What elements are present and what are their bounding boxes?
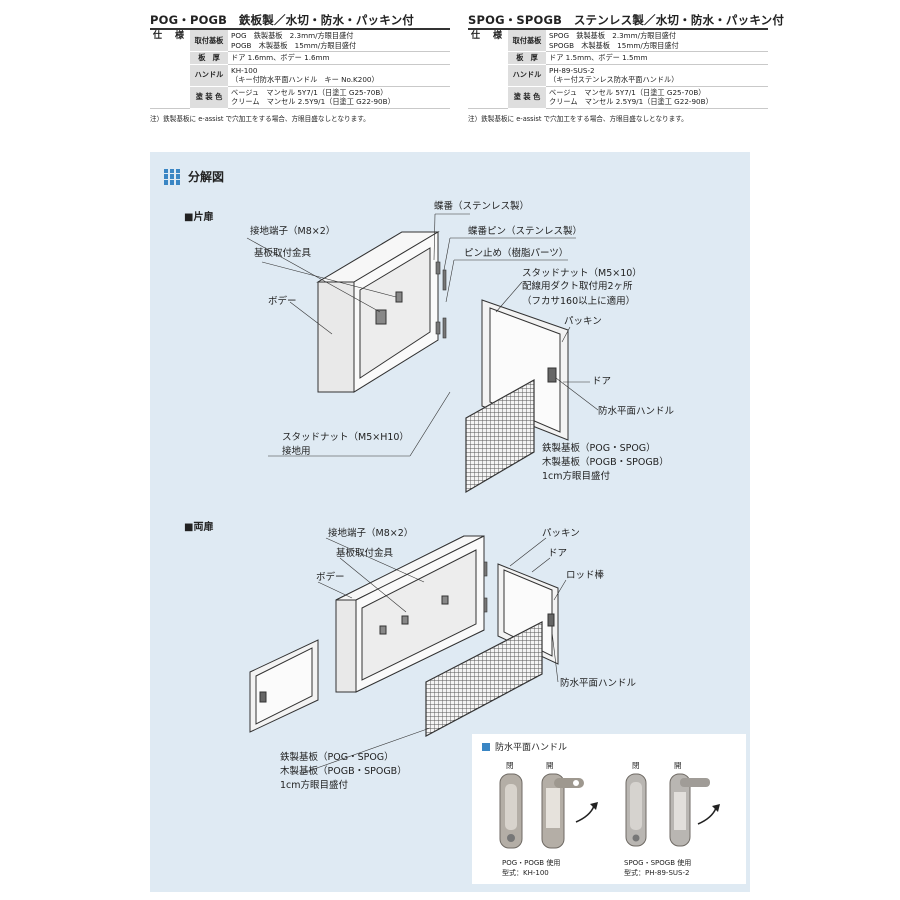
- spec-row-value: ドア 1.5mm、ボデー 1.5mm: [546, 51, 768, 65]
- double-body-box: [335, 535, 485, 693]
- label-plate-wood: 木製基板（POGB・SPOGB）: [542, 456, 669, 468]
- handle-photos: [499, 773, 720, 849]
- caption-ph89: SPOG・SPOGB 使用 型式：PH-89-SUS-2: [624, 859, 692, 877]
- spec-row-label: 取付基板: [508, 30, 546, 52]
- label-hinge-pin: 蝶番ピン（ステンレス製）: [468, 225, 582, 237]
- single-hinges: [435, 261, 447, 339]
- label-stud-nut-1: スタッドナット（M5×10）: [522, 267, 642, 279]
- double-door-left: [249, 639, 319, 733]
- spec-row-value: KH-100（キー付防水平面ハンドル キー No.K200）: [228, 64, 450, 87]
- spec-row-value: PH-89-SUS-2（キー付ステンレス防水平面ハンドル）: [546, 64, 768, 87]
- handle-inset: 防水平面ハンドル 閉 開 閉 開: [472, 734, 746, 884]
- label-double-plate-steel: 鉄製基板（POG・SPOG）: [280, 751, 394, 763]
- spec-row-label: ハンドル: [190, 64, 228, 87]
- spec-row-label: 取付基板: [190, 30, 228, 52]
- spec-row-label: 塗 装 色: [190, 86, 228, 109]
- open-label-right: 開: [674, 761, 682, 770]
- label-stud-ground-2: 接地用: [282, 445, 311, 457]
- inset-title: 防水平面ハンドル: [482, 740, 567, 753]
- label-plate-bracket: 基板取付金具: [254, 247, 312, 259]
- handle-ph89-open: [669, 773, 710, 847]
- label-plate-steel: 鉄製基板（POG・SPOG）: [542, 442, 656, 454]
- open-arrow-icon: [575, 805, 595, 823]
- spec-row-value: ドア 1.6mm、ボデー 1.6mm: [228, 51, 450, 65]
- label-plate-grid: 1cm方眼目盛付: [542, 470, 611, 482]
- label-double-plate-grid: 1cm方眼目盛付: [280, 779, 349, 791]
- label-double-handle: 防水平面ハンドル: [560, 677, 637, 689]
- spec-row-value: ベージュ マンセル 5Y7/1（日塗工 G25-70B）クリーム マンセル 2.…: [228, 86, 450, 109]
- closed-label-left: 閉: [506, 761, 514, 770]
- single-mounting-plate: [465, 378, 535, 494]
- label-ground-terminal: 接地端子（M8×2）: [250, 225, 335, 237]
- spec-row-label: 板 厚: [190, 51, 228, 65]
- label-double-packing: パッキン: [542, 528, 580, 539]
- label-door: ドア: [592, 376, 611, 387]
- spec-row-label: 塗 装 色: [508, 86, 546, 109]
- label-double-plate-wood: 木製基板（POGB・SPOGB）: [280, 765, 407, 777]
- open-label-left: 開: [546, 761, 554, 770]
- exploded-view-panel: 分解図 ■片扉 ■両扉: [150, 152, 750, 892]
- label-packing: パッキン: [564, 316, 602, 327]
- double-hinges: [483, 561, 488, 613]
- spec-row-value: ベージュ マンセル 5Y7/1（日塗工 G25-70B）クリーム マンセル 2.…: [546, 86, 768, 109]
- double-door-heading: ■両扉: [184, 522, 214, 533]
- panel-header: 分解図: [164, 168, 224, 185]
- square-bullet-icon: [482, 742, 490, 751]
- label-double-body: ボデー: [316, 571, 345, 583]
- open-arrow-icon: [697, 807, 717, 825]
- double-mounting-plate: [425, 621, 543, 738]
- spec-title: SPOG・SPOGB ステンレス製／水切・防水・パッキン付: [468, 12, 784, 30]
- label-stud-nut-3: （フカサ160以上に適用）: [522, 295, 635, 307]
- grid-icon: [164, 168, 180, 185]
- label-rod: ロッド棒: [566, 569, 605, 581]
- label-pin-stop: ピン止め（樹脂パーツ）: [464, 247, 568, 259]
- label-stud-nut-2: 配線用ダクト取付用2ヶ所: [522, 280, 633, 292]
- exploded-diagram: 蝶番（ステンレス製） 接地端子（M8×2） 蝶番ピン（ステンレス製） 基板取付金…: [246, 200, 675, 791]
- spec-row-label: ハンドル: [508, 64, 546, 87]
- label-stud-ground-1: スタッドナット（M5×H10）: [282, 431, 409, 443]
- label-hinge: 蝶番（ステンレス製）: [434, 200, 529, 212]
- single-body-box: [316, 231, 440, 393]
- label-handle: 防水平面ハンドル: [598, 405, 675, 417]
- spec-title: POG・POGB 鉄板製／水切・防水・パッキン付: [150, 12, 450, 30]
- caption-kh100: POG・POGB 使用 型式：KH-100: [502, 859, 561, 877]
- spec-section-label: 仕 様: [150, 30, 190, 109]
- label-double-plate-bracket: 基板取付金具: [336, 547, 394, 559]
- spec-block-spog: SPOG・SPOGB ステンレス製／水切・防水・パッキン付 仕 様 取付基板 S…: [468, 12, 784, 123]
- spec-row-label: 板 厚: [508, 51, 546, 65]
- spec-note: 注）鉄製基板に e-assist で穴加工をする場合、方眼目盛なしとなります。: [150, 114, 370, 123]
- spec-section-label: 仕 様: [468, 30, 508, 109]
- closed-label-right: 閉: [632, 761, 640, 770]
- single-door-heading: ■片扉: [184, 212, 214, 223]
- spec-note: 注）鉄製基板に e-assist で穴加工をする場合、方眼目盛なしとなります。: [468, 114, 688, 123]
- spec-block-pog: POG・POGB 鉄板製／水切・防水・パッキン付 仕 様 取付基板 POG 鉄製…: [150, 12, 450, 123]
- label-double-ground-terminal: 接地端子（M8×2）: [328, 527, 413, 539]
- handle-kh100-open: [541, 773, 584, 849]
- handle-ph89-closed: [625, 773, 647, 847]
- label-double-door: ドア: [548, 548, 567, 559]
- handle-kh100-closed: [499, 773, 523, 849]
- label-body: ボデー: [268, 295, 297, 307]
- panel-title: 分解図: [188, 170, 225, 184]
